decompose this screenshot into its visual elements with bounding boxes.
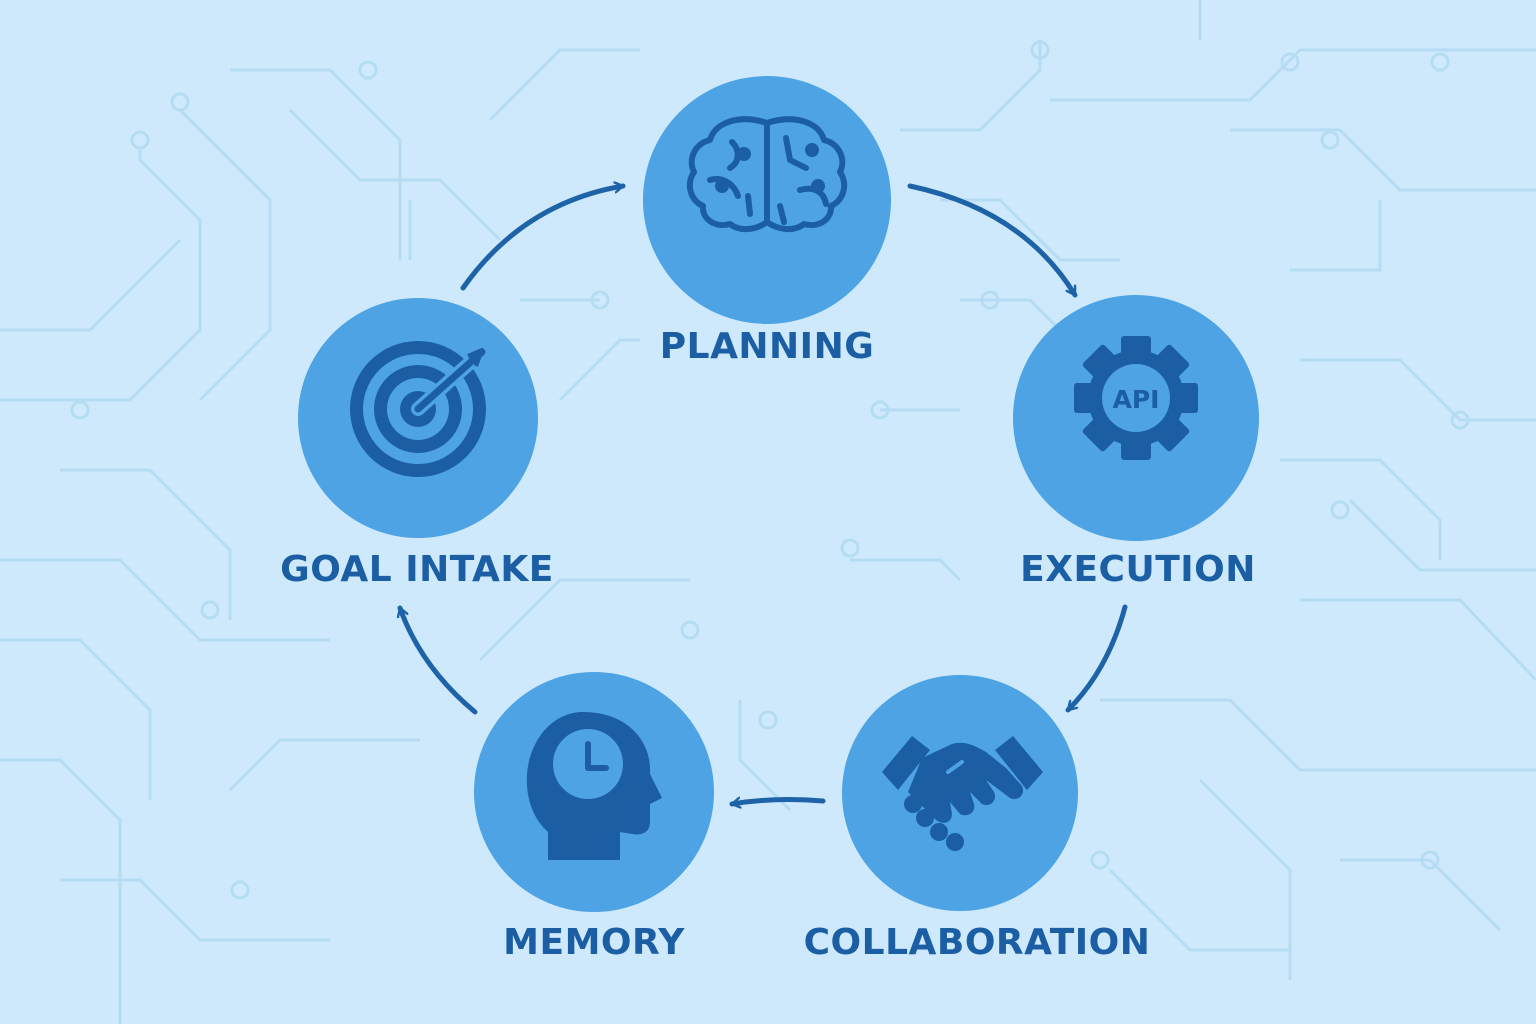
stage-label-execution: EXECUTION	[1020, 549, 1256, 590]
head-clock-icon	[526, 712, 662, 860]
arrow-planning-to-execution	[907, 183, 1078, 298]
stage-node-execution: API	[1013, 295, 1259, 541]
stage-node-goal-intake	[298, 298, 538, 538]
stage-label-planning: PLANNING	[659, 326, 875, 367]
flow-arrows	[400, 183, 1128, 804]
arrow-goal-to-planning	[460, 186, 626, 291]
stage-node-planning	[643, 76, 891, 324]
target-icon	[350, 341, 489, 477]
gear-api-text: API	[1113, 385, 1160, 414]
arrow-collaboration-to-memory	[729, 800, 826, 804]
stage-node-collaboration	[842, 675, 1078, 911]
arrow-memory-to-goal	[400, 605, 478, 715]
stage-label-goal-intake: GOAL INTAKE	[280, 549, 554, 590]
handshake-icon	[882, 736, 1043, 851]
stage-label-memory: MEMORY	[503, 922, 685, 963]
arrow-execution-to-collaboration	[1065, 604, 1128, 713]
stage-label-collaboration: COLLABORATION	[803, 922, 1151, 963]
gear-api-icon: API	[1074, 336, 1198, 460]
stage-node-memory	[474, 672, 714, 912]
brain-icon	[686, 116, 848, 232]
